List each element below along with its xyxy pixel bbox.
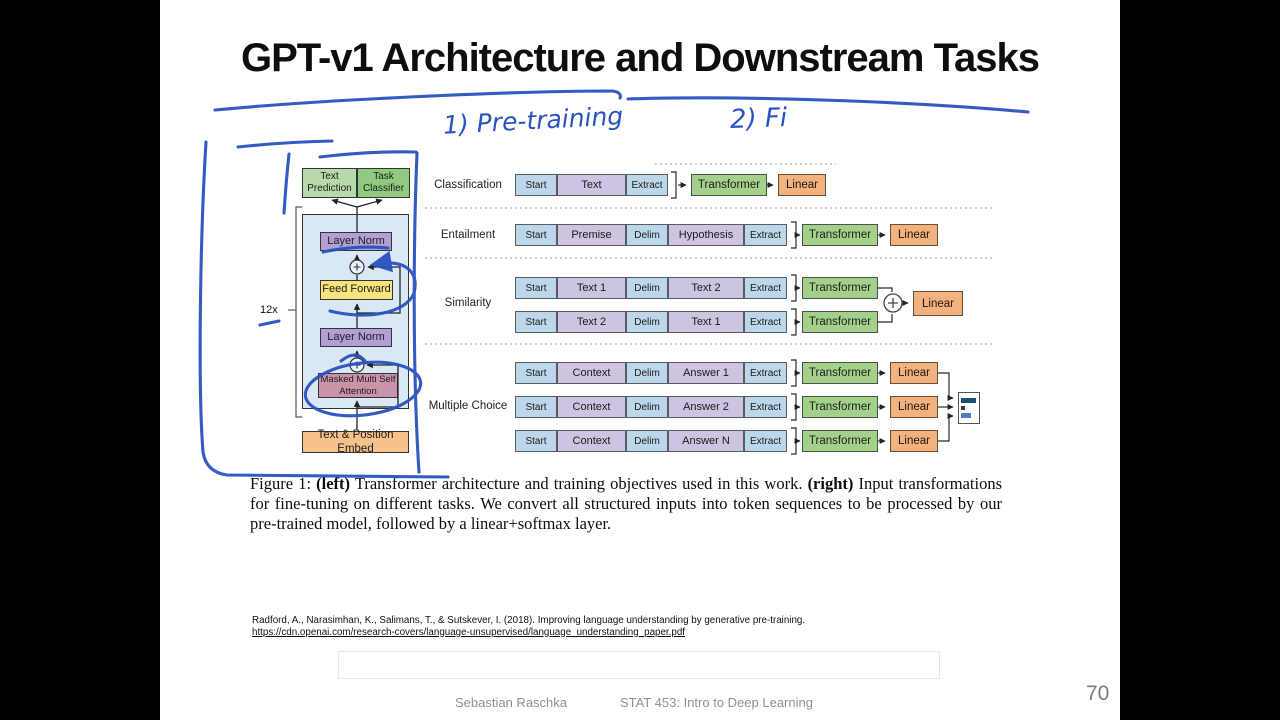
caption-left-tag: (left) — [316, 474, 351, 493]
caption-left-text: Transformer architecture and training ob… — [354, 474, 803, 493]
transformer-box: Transformer — [802, 362, 878, 384]
layer-norm-bottom-box: Layer Norm — [320, 328, 392, 347]
transformer-box: Transformer — [691, 174, 767, 196]
similarity-sum-node — [883, 293, 903, 313]
reference-citation: Radford, A., Narasimhan, K., Salimans, T… — [252, 615, 806, 626]
task-label-similarity: Similarity — [444, 297, 492, 309]
masked-attention-box: Masked Multi Self Attention — [318, 373, 398, 398]
slide: GPT-v1 Architecture and Downstream Tasks — [160, 0, 1120, 720]
linear-box: Linear — [890, 362, 938, 384]
probability-bar — [961, 398, 976, 403]
token-premise: Premise — [557, 224, 626, 246]
probability-bar — [961, 406, 965, 410]
token-start: Start — [515, 430, 557, 452]
transformer-box: Transformer — [802, 430, 878, 452]
layer-norm-top-box: Layer Norm — [320, 232, 392, 251]
caption-figure-label: Figure 1: — [250, 474, 312, 493]
emphasis-stroke-ink-2 — [318, 150, 418, 159]
empty-text-placeholder — [338, 651, 940, 679]
task-label-classification: Classification — [434, 179, 502, 191]
token-extract: Extract — [626, 174, 668, 196]
token-text1: Text 1 — [557, 277, 626, 299]
token-context: Context — [557, 362, 626, 384]
token-start: Start — [515, 362, 557, 384]
token-hypothesis: Hypothesis — [668, 224, 744, 246]
transformer-box: Transformer — [802, 396, 878, 418]
linear-box: Linear — [890, 430, 938, 452]
token-context: Context — [557, 396, 626, 418]
token-extract: Extract — [744, 362, 787, 384]
linear-box: Linear — [890, 396, 938, 418]
transformer-box: Transformer — [802, 311, 878, 333]
token-start: Start — [515, 311, 557, 333]
token-context: Context — [557, 430, 626, 452]
page-number: 70 — [1086, 682, 1110, 705]
softmax-output-icon — [958, 392, 980, 424]
title-underline-ink-2 — [626, 96, 1030, 114]
token-delim: Delim — [626, 362, 668, 384]
token-delim: Delim — [626, 311, 668, 333]
token-extract: Extract — [744, 224, 787, 246]
linear-box: Linear — [913, 291, 963, 316]
token-delim: Delim — [626, 396, 668, 418]
repeat-underline-ink — [258, 319, 281, 327]
footer-course: STAT 453: Intro to Deep Learning — [620, 695, 813, 710]
task-label-multiple-choice: Multiple Choice — [428, 400, 508, 412]
handwritten-pretraining-label: 1) Pre-training — [442, 101, 624, 140]
token-start: Start — [515, 396, 557, 418]
right-line-ink — [412, 151, 421, 474]
token-answer1: Answer 1 — [668, 362, 744, 384]
token-text1: Text 1 — [668, 311, 744, 333]
embed-box: Text & Position Embed — [302, 429, 409, 455]
transformer-box: Transformer — [802, 277, 878, 299]
reference-block: Radford, A., Narasimhan, K., Salimans, T… — [252, 615, 805, 638]
linear-box: Linear — [778, 174, 826, 196]
emphasis-stroke-ink — [236, 139, 334, 149]
token-text2: Text 2 — [668, 277, 744, 299]
token-text2: Text 2 — [557, 311, 626, 333]
handwritten-finetuning-label: 2) Fi — [729, 103, 788, 135]
token-extract: Extract — [744, 311, 787, 333]
figure-caption: Figure 1: (left) Transformer architectur… — [250, 474, 1002, 534]
caption-right-tag: (right) — [807, 474, 854, 493]
tick-stroke-ink — [282, 152, 291, 215]
token-delim: Delim — [626, 224, 668, 246]
token-answerN: Answer N — [668, 430, 744, 452]
token-extract: Extract — [744, 430, 787, 452]
transformer-box: Transformer — [802, 224, 878, 246]
linear-box: Linear — [890, 224, 938, 246]
probability-bar — [961, 413, 971, 418]
token-start: Start — [515, 277, 557, 299]
feed-forward-box: Feed Forward — [320, 280, 393, 300]
token-extract: Extract — [744, 277, 787, 299]
text-prediction-box: Text Prediction — [302, 168, 357, 198]
repeat-bracket — [288, 206, 302, 418]
slide-title: GPT-v1 Architecture and Downstream Tasks — [240, 36, 1040, 80]
task-label-entailment: Entailment — [440, 229, 496, 241]
reference-link: https://cdn.openai.com/research-covers/l… — [252, 626, 685, 638]
token-text: Text — [557, 174, 626, 196]
footer-author: Sebastian Raschka — [455, 695, 568, 710]
token-start: Start — [515, 174, 557, 196]
token-answer2: Answer 2 — [668, 396, 744, 418]
token-start: Start — [515, 224, 557, 246]
token-extract: Extract — [744, 396, 787, 418]
repeat-12x-label: 12x — [260, 304, 278, 316]
caption-right-text: Input transformations for fine-tuning on… — [250, 474, 1002, 533]
token-delim: Delim — [626, 430, 668, 452]
token-delim: Delim — [626, 277, 668, 299]
